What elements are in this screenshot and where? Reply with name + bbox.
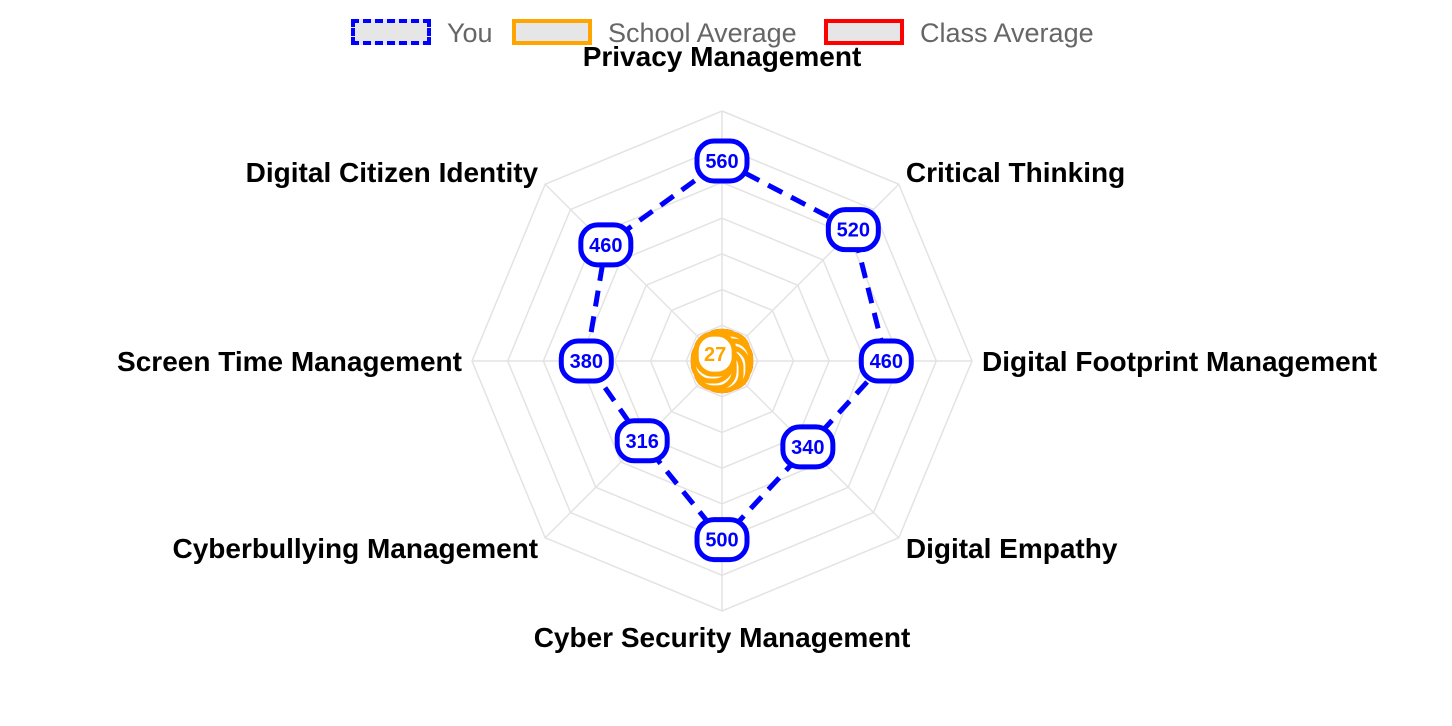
legend: You School Average Class Average (0, 16, 1452, 56)
legend-swatch-school-average (512, 19, 592, 45)
legend-label-school-average: School Average (608, 18, 797, 48)
axis-label-digital-footprint-management: Digital Footprint Management (982, 346, 1377, 377)
data-point-marker (858, 338, 914, 384)
data-label-you: 380 (570, 351, 603, 373)
axis-label-screen-time-management: Screen Time Management (117, 346, 462, 377)
data-label-school-average: 27 (704, 344, 726, 366)
grid-spoke (544, 183, 723, 362)
axis-label-privacy-management: Privacy Management (583, 41, 862, 72)
data-label-you: 460 (870, 351, 903, 373)
data-label-you: 316 (626, 431, 659, 453)
series-layer: 5605204603405003163804602727272727272727… (558, 138, 914, 563)
axis-label-digital-citizen-identity: Digital Citizen Identity (246, 157, 539, 188)
legend-swatch-you (351, 19, 431, 45)
data-point-marker (558, 338, 614, 384)
data-point-you[interactable]: 340 (780, 424, 836, 470)
legend-swatch-class-average (824, 19, 904, 45)
data-point-you[interactable]: 500 (694, 517, 750, 563)
data-label-you: 520 (837, 220, 870, 242)
data-label-you: 560 (705, 151, 738, 173)
axis-label-critical-thinking: Critical Thinking (906, 157, 1125, 188)
axis-label-cyber-security-management: Cyber Security Management (534, 622, 911, 653)
data-point-school-average[interactable]: 27 (693, 331, 737, 377)
data-point-marker (614, 418, 670, 464)
data-point-you[interactable]: 460 (578, 222, 634, 268)
data-point-marker (825, 207, 881, 253)
axis-label-digital-empathy: Digital Empathy (906, 533, 1118, 564)
data-label-you: 500 (705, 530, 738, 552)
data-point-marker (693, 331, 737, 377)
data-point-you[interactable]: 460 (858, 338, 914, 384)
legend-label-you: You (447, 18, 493, 48)
data-point-marker (694, 517, 750, 563)
data-point-you[interactable]: 380 (558, 338, 614, 384)
data-point-you[interactable]: 316 (614, 418, 670, 464)
data-label-you: 340 (791, 437, 824, 459)
data-point-marker (780, 424, 836, 470)
data-point-you[interactable]: 520 (825, 207, 881, 253)
data-point-marker (578, 222, 634, 268)
axis-label-cyberbullying-management: Cyberbullying Management (173, 533, 539, 564)
data-label-you: 460 (589, 235, 622, 257)
data-point-you[interactable]: 560 (694, 138, 750, 184)
data-point-marker (694, 138, 750, 184)
legend-label-class-average: Class Average (920, 18, 1094, 48)
